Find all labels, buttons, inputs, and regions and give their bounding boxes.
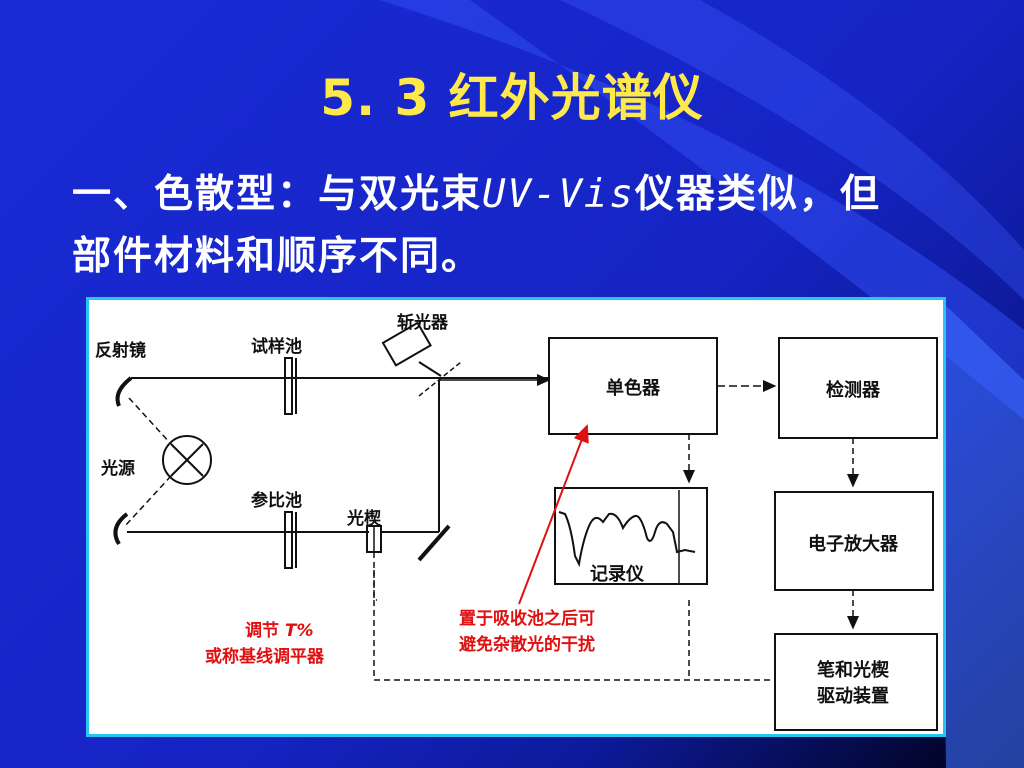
pen-drive-box — [774, 633, 938, 731]
detector-label: 检测器 — [826, 379, 881, 401]
amplifier-box — [774, 491, 934, 591]
adjust-note-prefix: 调节 — [245, 620, 285, 641]
placement-note-line1: 置于吸收池之后可 — [459, 608, 595, 629]
slide-title: 5. 3 红外光谱仪 — [320, 69, 704, 127]
monochromator-box — [548, 337, 718, 435]
subtitle-part2: 仪器类似，但 — [634, 172, 881, 217]
placement-note-arrow — [518, 424, 589, 605]
amplifier-label: 电子放大器 — [808, 533, 899, 555]
combining-mirror-icon — [417, 524, 451, 562]
chopper-icon — [381, 321, 432, 367]
light-source-icon — [162, 435, 212, 485]
adjust-note-italic: T% — [285, 621, 314, 641]
reference-cell-label: 参比池 — [251, 490, 302, 511]
adjust-note-line2: 或称基线调平器 — [205, 646, 325, 667]
chopper-label: 斩光器 — [397, 312, 449, 333]
subtitle-line2: 部件材料和顺序不同。 — [72, 234, 483, 279]
bottom-mirror-icon — [113, 512, 129, 546]
recorder-label: 记录仪 — [590, 564, 645, 585]
adjust-note-line1: 调节 T% — [245, 620, 314, 641]
reference-cell-icon — [284, 511, 293, 569]
recorder-box — [554, 487, 708, 585]
spectrum-trace — [558, 511, 696, 568]
slide-subtitle: 一、色散型：与双光束UV-Vis仪器类似，但 部件材料和顺序不同。 — [72, 164, 992, 288]
pen-drive-label-line2: 驱动装置 — [817, 685, 889, 707]
optical-wedge-label: 光楔 — [346, 508, 381, 529]
ir-spectrometer-diagram: 单色器 检测器 记录仪 电子放大器 笔和光楔 驱动装置 — [95, 312, 938, 731]
pen-drive-label-line1: 笔和光楔 — [817, 659, 890, 681]
monochromator-label: 单色器 — [606, 377, 661, 399]
detector-box — [778, 337, 938, 439]
placement-note-line2: 避免杂散光的干扰 — [459, 634, 595, 655]
mirror-label: 反射镜 — [95, 340, 146, 361]
diagram-panel: 单色器 检测器 记录仪 电子放大器 笔和光楔 驱动装置 — [86, 297, 946, 737]
subtitle-italic: UV-Vis — [482, 172, 635, 217]
subtitle-part1: 一、色散型：与双光束 — [72, 172, 483, 217]
top-mirror-icon — [115, 376, 133, 407]
sample-cell-icon — [284, 357, 293, 415]
light-source-label: 光源 — [100, 458, 135, 479]
sample-cell-label: 试样池 — [251, 336, 302, 357]
